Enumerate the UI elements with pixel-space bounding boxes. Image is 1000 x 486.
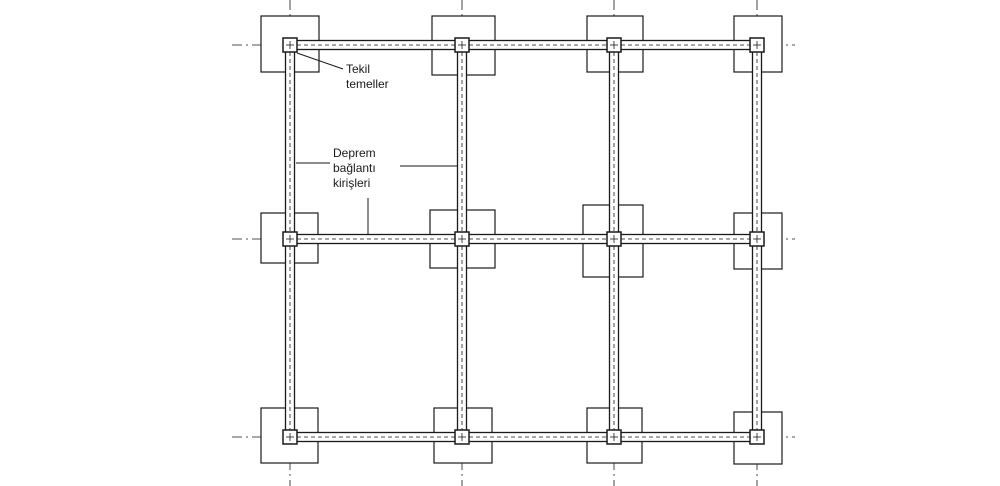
label-single-footings-line-1: Tekil [346, 62, 370, 76]
label-tie-beams-line-2: bağlantı [333, 161, 376, 175]
label-tie-beams: Deprem bağlantı kirişleri [333, 146, 379, 190]
columns [282, 37, 765, 445]
leader-lines [296, 52, 457, 234]
label-tie-beams-line-1: Deprem [333, 146, 376, 160]
leader-single-footings [296, 52, 344, 70]
label-tie-beams-line-3: kirişleri [333, 176, 370, 190]
label-single-footings: Tekil temeller [346, 62, 389, 91]
label-single-footings-line-2: temeller [346, 77, 389, 91]
tie-beams [284, 39, 763, 443]
